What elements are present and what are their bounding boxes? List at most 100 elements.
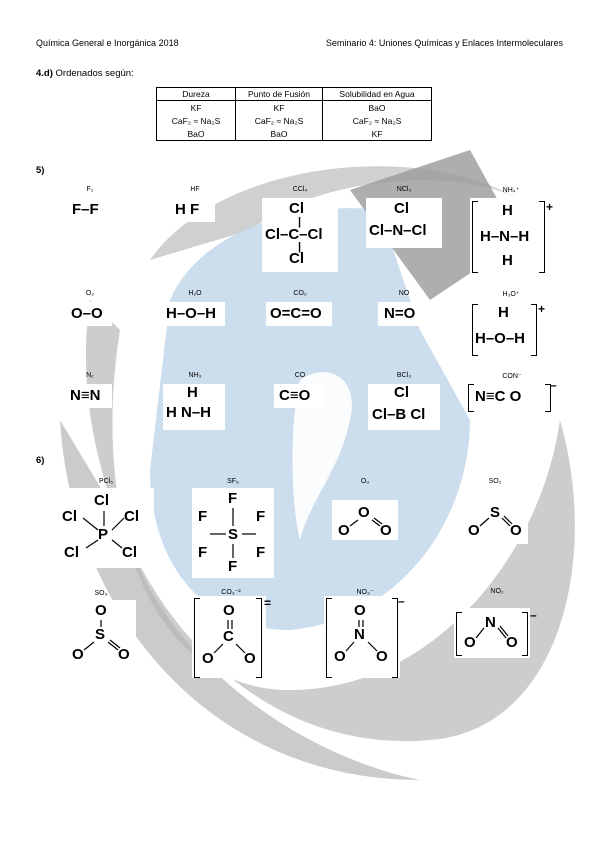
atom-cl: Cl: [289, 250, 304, 267]
atom-cl: Cl: [394, 200, 409, 217]
atom-o: O: [464, 634, 476, 651]
lewis-structure: N=O: [384, 305, 416, 322]
molecule-pcl5: PCl₅ Cl Cl Cl P Cl Cl: [58, 478, 154, 568]
molecule-no2: NO₂ – N O O: [452, 588, 542, 660]
atom-h: H: [187, 384, 198, 401]
table-cell: BaO: [156, 127, 236, 141]
atom-cl: Cl: [62, 508, 77, 525]
question-number: 4.d): [36, 68, 53, 79]
atom-p: P: [98, 526, 109, 543]
molecule-sf6: SF₆ F F F S F F F: [192, 478, 274, 578]
atom-h: H: [498, 304, 509, 321]
atom-c: C: [223, 628, 234, 645]
molecule-label: PCl₅: [98, 478, 114, 485]
lewis-structure: H F: [175, 201, 200, 218]
molecule-hf: HF H F: [165, 186, 225, 226]
molecule-nh3: NH₃ H H N–H: [160, 372, 230, 430]
lewis-structure: F–F: [72, 201, 99, 218]
molecule-label: NO₂: [490, 588, 504, 595]
col-punto-fusion: Punto de Fusión: [235, 87, 323, 101]
table-cell: KF: [322, 127, 432, 141]
molecule-label: NCl₃: [396, 186, 412, 193]
molecule-ncl3: NCl₃ Cl Cl–N–Cl: [366, 186, 442, 250]
atom-o: O: [338, 522, 350, 539]
atom-o: O: [354, 602, 366, 619]
molecule-so3: SO₃ O S O O: [66, 590, 136, 670]
bonds: [349, 517, 383, 527]
header-right: Seminario 4: Uniones Químicas y Enlaces …: [325, 38, 563, 48]
section-6-label: 6): [36, 455, 45, 466]
solubility-table: Dureza Punto de Fusión Solubilidad en Ag…: [156, 87, 432, 141]
atom-cl: Cl: [289, 200, 304, 217]
table-cell: KF: [156, 100, 236, 114]
lewis-structure: H N–H: [166, 404, 212, 421]
atom-cl: Cl: [124, 508, 139, 525]
molecule-nh4: NH₄⁺ + H H–N–H H: [466, 186, 556, 278]
table-cell: BaO: [235, 127, 323, 141]
atom-o: O: [380, 522, 392, 539]
atom-n: N: [354, 626, 365, 643]
table-cell: CaF₂ ≈ Na₂S: [235, 114, 323, 127]
atom-o: O: [468, 522, 480, 539]
molecule-label: NO: [398, 290, 410, 297]
charge-2minus: =: [264, 596, 272, 610]
atom-f: F: [256, 544, 266, 561]
molecule-label: SO₃: [94, 590, 108, 597]
table-row: KF KF BaO: [156, 100, 432, 114]
molecule-label: CO₃⁻²: [221, 589, 241, 596]
molecule-label: CO₂: [293, 290, 307, 297]
molecule-label: BCl₃: [396, 372, 412, 379]
atom-o: O: [358, 504, 370, 521]
lewis-structure: Cl–N–Cl: [369, 222, 427, 239]
molecule-label: NH₃: [188, 372, 202, 379]
lewis-structure: N≡N: [70, 387, 101, 404]
table-row: CaF₂ ≈ Na₂S CaF₂ ≈ Na₂S CaF₂ ≈ Na₂S: [156, 114, 432, 127]
table-cell: CaF₂ ≈ Na₂S: [156, 114, 236, 127]
bonds: [345, 620, 378, 652]
bonds: [213, 620, 246, 654]
atom-s: S: [95, 626, 106, 643]
atom-o: O: [118, 646, 130, 663]
atom-o: O: [334, 648, 346, 665]
table-cell: CaF₂ ≈ Na₂S: [322, 114, 432, 127]
atom-o: O: [244, 650, 256, 667]
lewis-structure: H–O–H: [166, 305, 217, 322]
molecule-no: NO N=O: [374, 290, 434, 330]
atom-o: O: [95, 602, 107, 619]
bonds: [475, 625, 509, 639]
atom-f: F: [228, 558, 238, 575]
bonds: [82, 511, 125, 549]
molecule-h3o: H₃O⁺ + H H–O–H: [466, 290, 556, 358]
atom-o: O: [72, 646, 84, 663]
bonds: [83, 620, 121, 651]
atom-f: F: [256, 508, 266, 525]
molecule-no3: NO₃⁻ – O N O O: [320, 588, 410, 680]
molecule-label: SO₂: [488, 478, 502, 485]
col-solubilidad: Solubilidad en Agua: [322, 87, 432, 101]
atom-f: F: [198, 508, 208, 525]
molecule-co2: CO₂ O=C=O: [262, 290, 338, 330]
lewis-structure: Cl–B Cl: [372, 406, 426, 423]
atom-n: N: [485, 614, 496, 631]
atom-o: O: [223, 602, 235, 619]
table-cell: KF: [235, 100, 323, 114]
question-text: Ordenados según:: [52, 68, 134, 79]
atom-o: O: [510, 522, 522, 539]
molecule-con: CON⁻ – N≡C O: [462, 372, 562, 416]
molecule-label: NO₃⁻: [356, 589, 374, 596]
molecule-co: CO C≡O: [270, 372, 330, 412]
atom-o: O: [202, 650, 214, 667]
table-header-row: Dureza Punto de Fusión Solubilidad en Ag…: [156, 87, 432, 101]
atom-cl: Cl: [122, 544, 137, 561]
molecule-label: CO: [294, 372, 306, 379]
lewis-structure: O=C=O: [270, 305, 322, 322]
bonds: [210, 508, 256, 558]
molecule-label: H₂O: [188, 290, 202, 297]
charge-minus: –: [550, 378, 557, 392]
molecule-label: NH₄⁺: [502, 187, 520, 194]
table-row: BaO BaO KF: [156, 127, 432, 141]
bond-line: |: [298, 241, 302, 253]
section-5-label: 5): [36, 165, 45, 176]
charge-minus: –: [530, 608, 537, 622]
lewis-structure: H–N–H: [480, 228, 530, 245]
